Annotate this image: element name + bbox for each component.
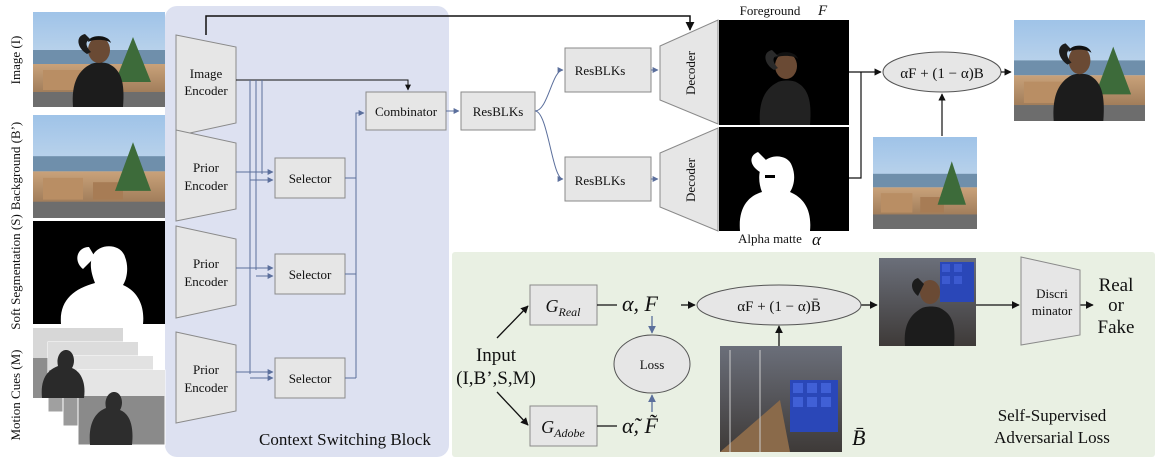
selector-block-2 [274,253,346,295]
adversarial-connectors [496,301,1094,427]
context-connectors [236,79,460,381]
side-label-soft-segmentation: Soft Segmentation (S) [8,214,23,330]
composite-formula-top: αF + (1 − α)B [900,66,983,82]
discriminator-label-1: Discri [1036,286,1068,301]
selector-block-1 [274,157,346,199]
selector-label-2: Selector [289,267,332,282]
resblks-label-bottom: ResBLKs [575,173,626,188]
prior-encoder-1-label-2: Encoder [184,178,228,193]
discriminator-label-2: minator [1032,303,1073,318]
decoder-block-top [659,19,719,125]
real-outputs-label: α, F [622,291,659,316]
side-label-motion-cues: Motion Cues (M) [8,350,23,441]
new-background-image-top [873,137,977,229]
resblks-label-main: ResBLKs [473,104,524,119]
prior-encoder-block-1 [175,129,237,222]
discriminator-block [1020,256,1081,346]
prior-encoder-3-label-1: Prior [193,362,220,377]
g-adobe-base: G [541,417,554,437]
image-encoder-block [175,34,237,137]
adversarial-composite-image [879,258,976,346]
adobe-outputs-label: α̃, F̃ [622,413,659,438]
prior-encoder-block-3 [175,331,237,424]
input-segmentation-thumb [33,221,165,324]
decoder-label-bottom: Decoder [683,157,698,202]
decision-label-2: or [1108,295,1125,316]
adversarial-title-2: Adversarial Loss [994,428,1110,447]
foreground-symbol: F [817,3,828,19]
g-real-block [529,284,598,326]
decision-label-3: Fake [1098,317,1135,338]
resblks-connectors [534,67,659,182]
g-real-base: G [546,296,559,316]
adversarial-title-1: Self-Supervised [998,406,1107,425]
resblks-block-top [564,47,652,93]
input-image-thumb [33,12,165,107]
loss-ellipse [613,334,691,394]
prior-encoder-2-label-2: Encoder [184,274,228,289]
svg-text:GReal: GReal [546,296,582,319]
adv-input-label-2: (I,B’,S,M) [456,368,536,389]
alpha-matte-label: Alpha matte [738,231,802,246]
resblks-block-bottom [564,156,652,202]
input-background-thumb [33,115,165,218]
prior-encoder-1-label-1: Prior [193,160,220,175]
prior-encoder-3-label-2: Encoder [184,380,228,395]
context-block-title: Context Switching Block [259,430,431,449]
combinator-label: Combinator [375,104,438,119]
g-real-sub: Real [558,305,582,319]
combinator-block [365,91,447,131]
resblks-label-top: ResBLKs [575,63,626,78]
svg-text:Input(I,B’,S,M): Input(I,B’,S,M) [456,345,536,389]
decision-label-1: Real [1099,275,1134,296]
composite-formula-bottom: αF + (1 − α)B̄ [737,299,820,315]
alpha-matte-symbol: α [812,230,822,249]
composite-formula-ellipse-bottom [696,284,862,326]
selector-block-3 [274,357,346,399]
prior-encoder-block-2 [175,225,237,319]
adversarial-background-image [720,346,842,452]
g-adobe-sub: Adobe [553,426,585,440]
alpha-matte-output-image [719,127,849,231]
composite-output-image-top [1014,20,1145,121]
foreground-output-image [719,20,849,125]
decoder-block-bottom [659,127,719,232]
side-label-background: Background (B’) [8,122,23,210]
side-label-image: Image (I) [8,36,23,85]
input-motion-cues-thumb [33,328,166,446]
skip-connection-arrow [205,15,695,35]
image-encoder-label-2: Encoder [184,83,228,98]
foreground-label: Foreground [740,3,801,18]
loss-label: Loss [640,357,665,372]
g-adobe-block [529,405,598,447]
prior-encoder-2-label-1: Prior [193,256,220,271]
bbar-label: B̄ [852,425,865,450]
svg-text:GAdobe: GAdobe [541,417,585,440]
decoder-label-top: Decoder [683,50,698,95]
image-encoder-label-1: Image [190,66,223,81]
selector-label-1: Selector [289,171,332,186]
selector-label-3: Selector [289,371,332,386]
composite-connectors-top [849,68,1012,179]
adv-input-label-1: Input [476,345,517,366]
